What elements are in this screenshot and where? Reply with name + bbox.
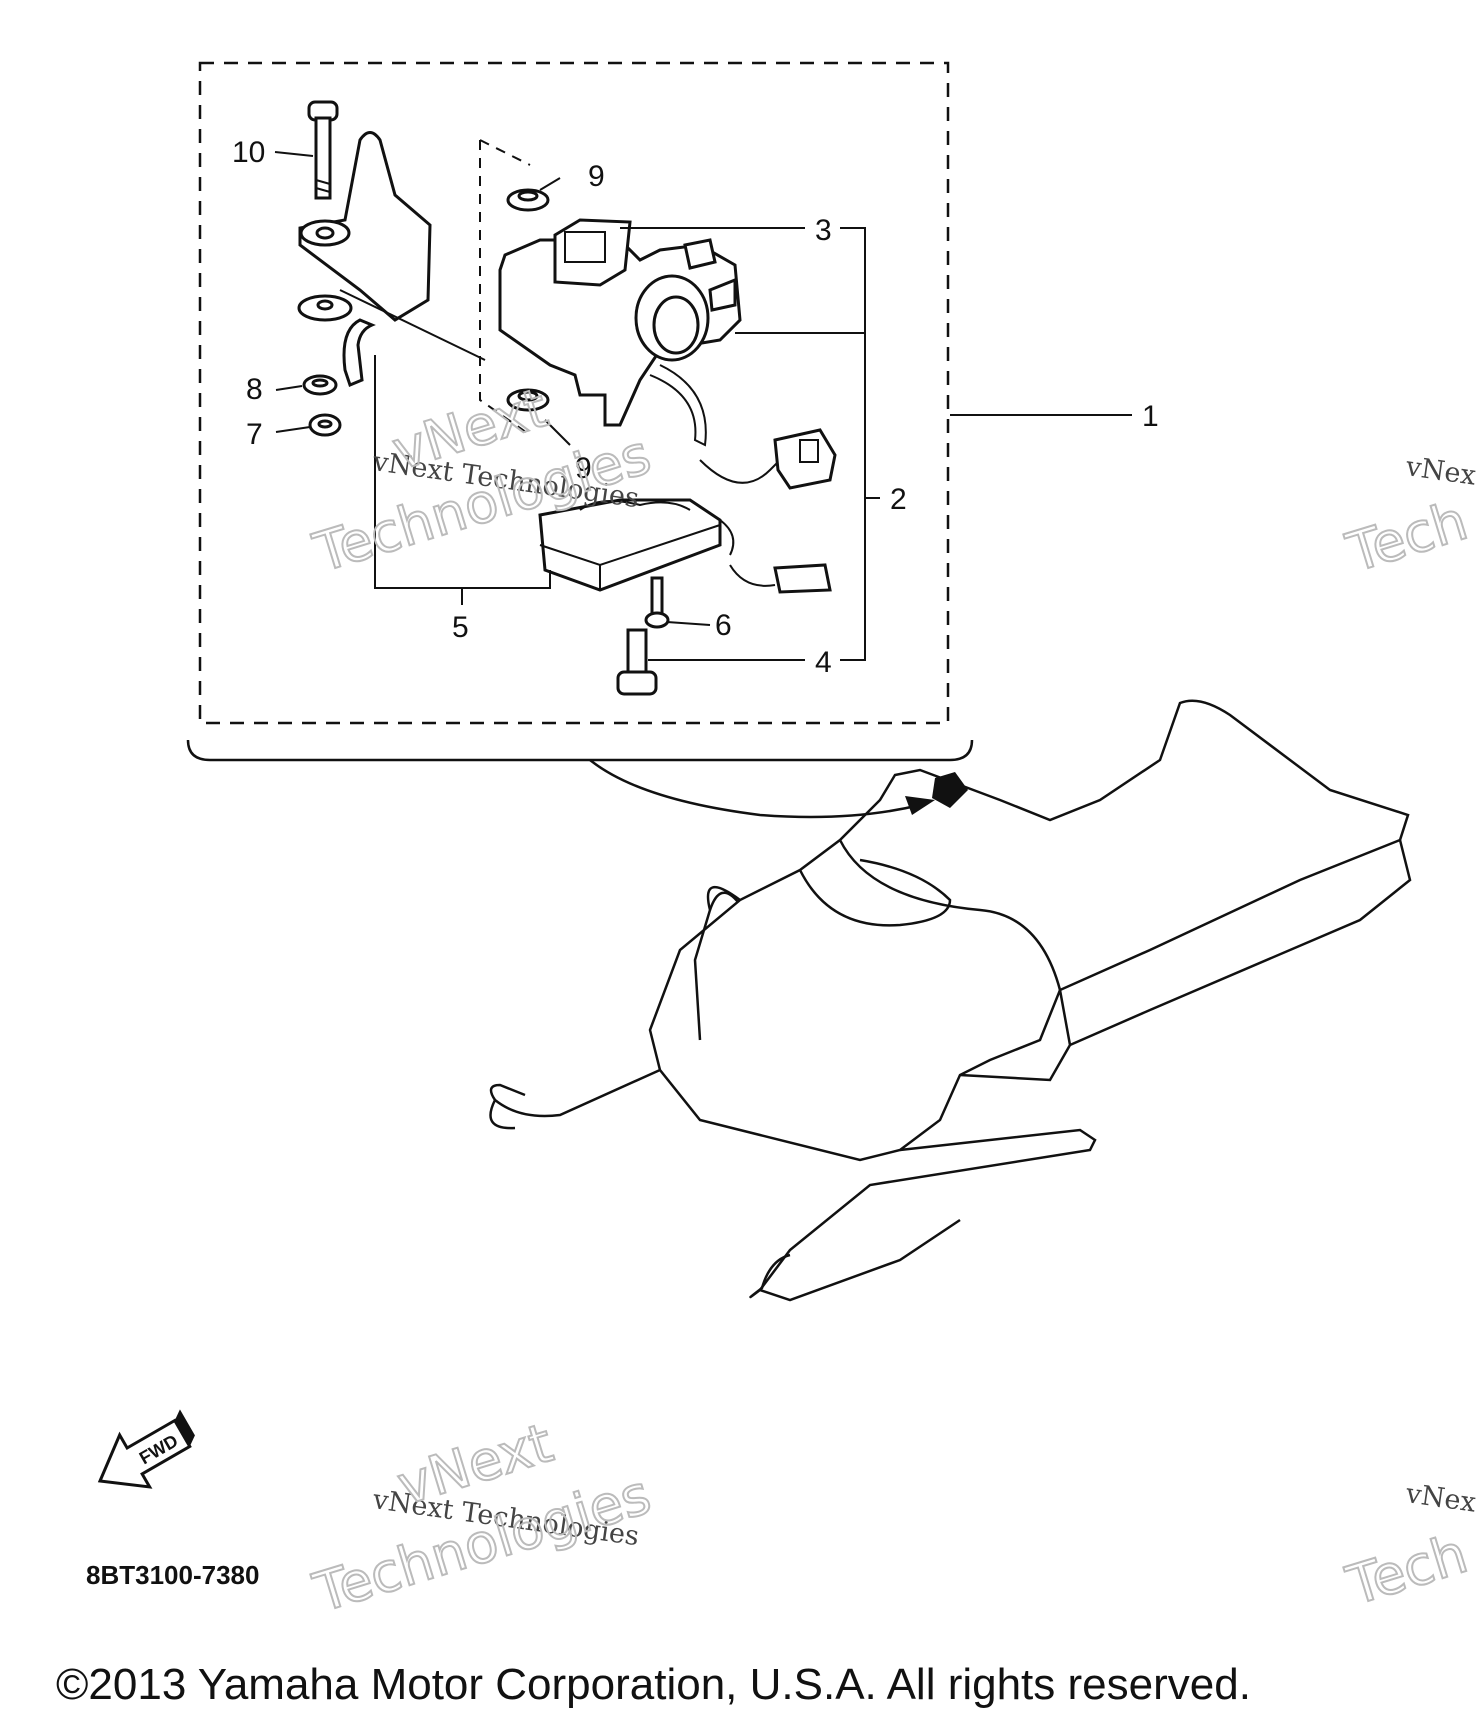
snowmobile-outline: [489, 699, 1412, 1302]
watermark-edge-small-2: vNex: [1403, 1478, 1477, 1519]
mounting-bracket: [297, 131, 432, 388]
main-unit: [498, 218, 742, 447]
watermark-edge-small-1: vNex: [1403, 451, 1477, 492]
screw-part: [644, 576, 670, 629]
callout-1: 1: [1142, 400, 1159, 433]
lower-module: [538, 498, 832, 594]
detail-box: [198, 61, 950, 725]
part-code: 8BT3100-7380: [86, 1560, 260, 1590]
callout-5: 5: [452, 611, 469, 644]
watermark-edge-big-1: Tech: [1339, 489, 1474, 585]
callout-7: 7: [246, 418, 263, 451]
snowmobile-attachment-point: [932, 772, 968, 808]
bolt-part: [307, 100, 339, 200]
flange-bolt-part: [616, 628, 658, 696]
callout-10: 10: [232, 136, 265, 169]
callout-6: 6: [715, 609, 732, 642]
fwd-arrow-icon: FWD: [97, 1409, 195, 1489]
copyright-notice: ©2013 Yamaha Motor Corporation, U.S.A. A…: [56, 1660, 1251, 1709]
washer-part: [302, 374, 338, 396]
connector-upper: [699, 428, 837, 490]
callout-9-top: 9: [588, 160, 605, 193]
callout-8: 8: [246, 373, 263, 406]
watermark-edge-big-2: Tech: [1339, 1522, 1474, 1618]
detail-bracket: [186, 739, 974, 762]
nut-part: [308, 413, 342, 437]
leader-to-snowmobile: [589, 759, 921, 819]
callout-9-bottom: 9: [575, 452, 592, 485]
callout-3: 3: [815, 214, 832, 247]
callout-4: 4: [815, 646, 832, 679]
grommet-bottom: [506, 388, 550, 412]
grommet-top: [506, 188, 550, 212]
callout-2: 2: [890, 483, 907, 516]
leader-arrowhead: [905, 796, 935, 815]
